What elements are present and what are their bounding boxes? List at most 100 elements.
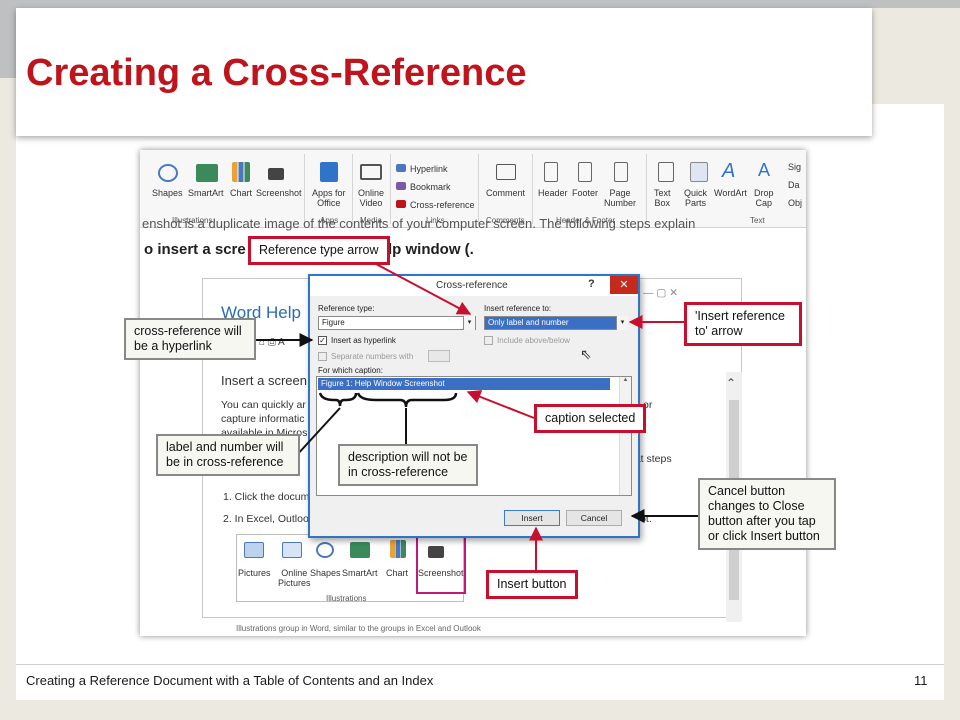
illus-screenshot-icon [428, 546, 444, 558]
document-line-2-start: o insert a scre [144, 241, 246, 258]
reference-type-select[interactable]: Figure [318, 316, 476, 330]
ribbon-separator [478, 154, 479, 224]
ribbon-separator [352, 154, 353, 224]
window-controls-icon[interactable]: — ▢ ✕ [643, 287, 679, 299]
ribbon-wordart[interactable]: WordArt [714, 188, 747, 198]
ribbon-object[interactable]: Obj [788, 198, 803, 208]
separate-numbers-label: Separate numbers with [331, 352, 414, 361]
illus-smartart-icon [350, 542, 370, 558]
ribbon-screenshot[interactable]: Screenshot [256, 188, 302, 198]
help-step-2: 2. In Excel, Outloo [223, 513, 309, 525]
for-which-caption-label: For which caption: [318, 366, 383, 375]
ribbon: Shapes SmartArt Chart Screenshot Illustr… [140, 150, 806, 228]
illus-screenshot: Screenshot [418, 568, 464, 578]
ribbon-header[interactable]: Header [538, 188, 568, 198]
help-step-1: 1. Click the docum [223, 491, 310, 503]
help-title: Word Help [221, 303, 301, 322]
ribbon-footer[interactable]: Footer [572, 188, 599, 198]
help-icon[interactable]: ? [588, 278, 595, 290]
insert-as-hyperlink-checkbox[interactable]: ✓ [318, 336, 327, 345]
dialog-titlebar: Cross-reference ? ✕ [310, 276, 638, 296]
group-text: Text [750, 216, 765, 225]
ribbon-separator [390, 154, 391, 224]
ribbon-date[interactable]: Da [788, 180, 800, 190]
cancel-button[interactable]: Cancel [566, 510, 622, 526]
close-icon[interactable]: ✕ [610, 276, 638, 294]
illus-shapes: Shapes [310, 568, 341, 578]
footer-bar [16, 664, 944, 700]
caption-item[interactable]: Figure 1: Help Window Screenshot [318, 378, 610, 390]
slide-title: Creating a Cross-Reference [26, 52, 527, 94]
callout-cross-reference-hyperlink: cross-reference will be a hyperlink [124, 318, 256, 360]
insert-reference-label: Insert reference to: [484, 304, 552, 313]
comment-icon [496, 164, 516, 180]
insert-as-hyperlink-label: Insert as hyperlink [331, 336, 396, 345]
ribbon-smartart[interactable]: SmartArt [188, 188, 224, 198]
ribbon-separator [646, 154, 647, 224]
chart-icon [232, 162, 250, 182]
header-icon [544, 162, 558, 182]
apps-icon [320, 162, 338, 182]
ribbon-comment[interactable]: Comment [486, 188, 526, 198]
home-icon[interactable]: ⌂ ⎙ A [259, 337, 285, 348]
help-heading: Insert a screen [221, 373, 307, 388]
insert-reference-arrow-icon[interactable]: ▾ [616, 316, 628, 330]
footer-text: Creating a Reference Document with a Tab… [26, 673, 434, 688]
include-above-below-label: Include above/below [497, 336, 570, 345]
text-box-icon [658, 162, 674, 182]
separator-input[interactable] [428, 350, 450, 362]
screenshot-icon [268, 168, 284, 180]
ribbon-signature[interactable]: Sig [788, 162, 802, 172]
help-para-line-2: capture informatic [221, 413, 305, 425]
callout-description-not: description will not be in cross-referen… [338, 444, 478, 486]
separate-numbers-checkbox[interactable] [318, 352, 327, 361]
word-screenshot: Shapes SmartArt Chart Screenshot Illustr… [140, 150, 806, 636]
footer-icon [578, 162, 592, 182]
reference-type-label: Reference type: [318, 304, 375, 313]
group-apps: Apps [320, 216, 339, 225]
hyperlink-icon [396, 164, 406, 172]
illus-smartart: SmartArt [342, 568, 378, 578]
online-pictures-icon [282, 542, 302, 558]
illus-shapes-icon [316, 542, 334, 558]
include-above-below-checkbox[interactable] [484, 336, 493, 345]
bookmark-icon [396, 182, 406, 190]
group-illustrations: Illustrations [172, 216, 213, 225]
ribbon-cross-reference[interactable]: Cross-reference [410, 200, 475, 210]
top-band [0, 0, 960, 8]
help-para-line-1: You can quickly ar [221, 399, 306, 411]
scroll-up-icon[interactable]: ⌃ [726, 376, 737, 390]
shapes-icon [158, 164, 178, 182]
illus-chart-icon [390, 540, 406, 558]
illus-group-label: Illustrations [326, 594, 367, 603]
reference-type-arrow-icon[interactable]: ▾ [463, 316, 475, 330]
ribbon-chart[interactable]: Chart [230, 188, 253, 198]
page-number-icon [614, 162, 628, 182]
help-right-fragment-1: or [643, 399, 653, 411]
group-media: Media [360, 216, 382, 225]
pictures-icon [244, 542, 264, 558]
ribbon-hyperlink[interactable]: Hyperlink [410, 164, 448, 174]
callout-cancel-button-changes: Cancel button changes to Close button af… [698, 478, 836, 550]
ribbon-bookmark[interactable]: Bookmark [410, 182, 451, 192]
group-header-footer: Header & Footer [556, 216, 616, 225]
callout-insert-button: Insert button [486, 570, 578, 599]
ribbon-shapes[interactable]: Shapes [152, 188, 183, 198]
insert-reference-select[interactable]: Only label and number [484, 316, 628, 330]
mouse-pointer-icon: ⇖ [580, 346, 592, 362]
illus-caption: Illustrations group in Word, similar to … [236, 624, 481, 633]
caption-list-scrollbar[interactable]: ▲ [619, 377, 631, 495]
insert-button[interactable]: Insert [504, 510, 560, 526]
ribbon-separator [304, 154, 305, 224]
illus-chart: Chart [386, 568, 409, 578]
group-comments: Comments [486, 216, 525, 225]
document-line-1: enshot is a duplicate image of the conte… [142, 216, 696, 231]
wordart-icon: A [722, 160, 736, 182]
title-box [16, 8, 872, 136]
